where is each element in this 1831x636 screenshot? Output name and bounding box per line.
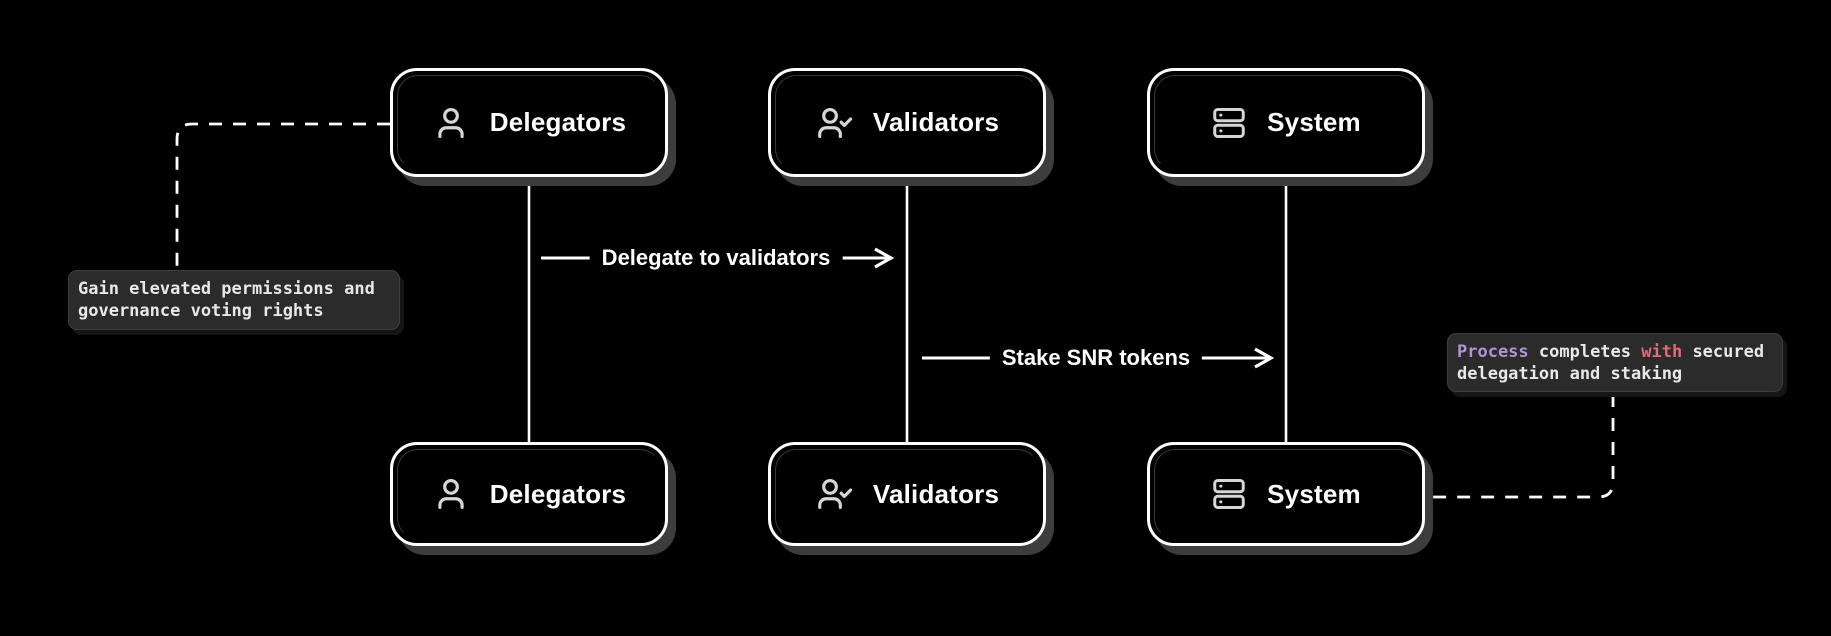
note-left-line-1: Gain elevated permissions and xyxy=(78,279,375,299)
actor-validators-bottom: Validators xyxy=(768,442,1046,546)
message-label-delegate: Delegate to validators xyxy=(589,243,843,273)
note-segment: Process xyxy=(1457,342,1529,362)
server-icon xyxy=(1211,476,1247,512)
arrowhead-icon-2 xyxy=(1254,347,1275,369)
note-connector-left xyxy=(175,122,390,268)
actor-delegators-bottom: Delegators xyxy=(390,442,668,546)
note-segment: secured delegation and staking xyxy=(1457,342,1765,384)
actor-label: Validators xyxy=(872,107,1000,137)
actor-label: Validators xyxy=(872,478,1000,509)
actor-delegators-top: Delegators xyxy=(390,68,668,177)
actor-system-top: System xyxy=(1147,68,1425,177)
arrowhead-icon-1 xyxy=(874,247,895,269)
actor-validators-top: Validators xyxy=(768,68,1046,177)
user-icon xyxy=(432,475,470,513)
user-check-icon xyxy=(815,475,853,513)
note-right: Process completes with secured delegatio… xyxy=(1447,333,1783,392)
message-label-stake: Stake SNR tokens xyxy=(989,343,1203,373)
actor-label: System xyxy=(1267,107,1361,137)
note-connector-right xyxy=(1427,394,1615,499)
actor-label: System xyxy=(1267,478,1361,509)
user-icon xyxy=(432,104,470,142)
actor-label: Delegators xyxy=(489,478,627,509)
actor-system-bottom: System xyxy=(1147,442,1425,546)
note-left-line-2: governance voting rights xyxy=(78,301,324,321)
note-segment: with xyxy=(1641,342,1683,362)
note-left: Gain elevated permissions and governance… xyxy=(68,270,400,330)
note-segment: completes xyxy=(1528,342,1642,362)
user-check-icon xyxy=(815,104,853,142)
server-icon xyxy=(1211,105,1247,141)
actor-label: Delegators xyxy=(489,107,627,137)
